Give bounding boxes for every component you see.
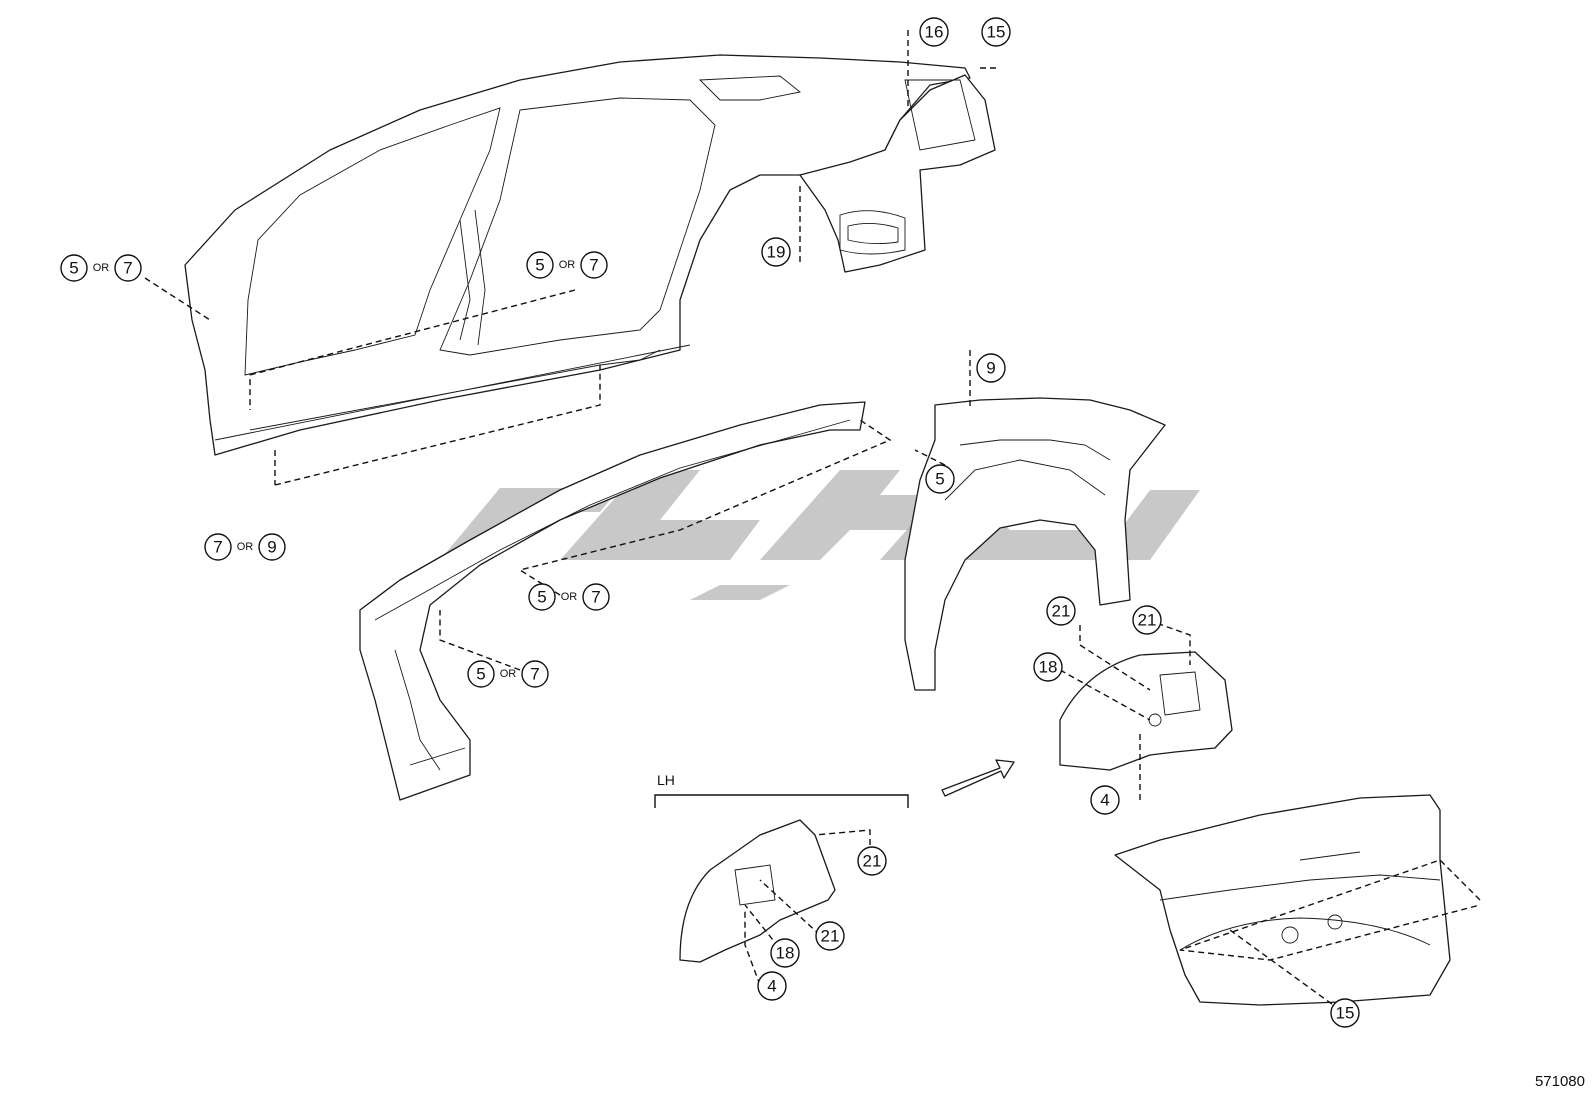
callout-5-or-7-b: 5 OR 7	[526, 251, 608, 279]
callout-9-right: 9	[976, 353, 1006, 383]
callout-label-7: 7	[591, 588, 600, 607]
or-label: OR	[561, 591, 578, 603]
callout-label-21: 21	[863, 852, 882, 871]
callout-5-or-7-d: 5 OR 7	[528, 583, 610, 611]
callout-label-9: 9	[267, 538, 276, 557]
inner-wheel-house-rh	[1059, 651, 1233, 771]
figure-id: 571080	[1535, 1073, 1585, 1090]
callout-label-5: 5	[476, 665, 485, 684]
callout-label-7: 7	[589, 256, 598, 275]
callout-label-15: 15	[1336, 1004, 1355, 1023]
callout-4-right: 4	[1090, 785, 1120, 815]
callout-label-15: 15	[987, 23, 1006, 42]
body-side-outer-panel	[184, 54, 971, 456]
callout-15-bottom: 15	[1330, 998, 1360, 1028]
callout-5-right: 5	[925, 464, 955, 494]
quarter-wheel-house-outer	[904, 397, 1166, 691]
or-label: OR	[93, 262, 110, 274]
callout-4-lh: 4	[757, 971, 787, 1001]
callout-5-or-7-a: 5 OR 7	[60, 254, 142, 282]
callout-label-18: 18	[1039, 658, 1058, 677]
callout-label-5: 5	[535, 256, 544, 275]
callout-5-or-7-e: 5 OR 7	[467, 660, 549, 688]
callout-label-21: 21	[1138, 611, 1157, 630]
leader-lines	[144, 30, 1481, 1011]
callout-label-4: 4	[1100, 791, 1109, 810]
lh-label: LH	[657, 772, 675, 788]
or-label: OR	[237, 541, 254, 553]
trunk-lid	[1114, 794, 1451, 1006]
direction-arrow	[941, 759, 1015, 797]
callout-19: 19	[761, 237, 791, 267]
callout-21-b: 21	[1132, 605, 1162, 635]
callout-label-21: 21	[1052, 602, 1071, 621]
or-label: OR	[500, 668, 517, 680]
callout-label-19: 19	[767, 243, 786, 262]
callout-label-4: 4	[767, 977, 776, 996]
callout-18-lh: 18	[770, 938, 800, 968]
callout-16: 16	[919, 17, 949, 47]
callout-label-9: 9	[986, 359, 995, 378]
callout-label-16: 16	[925, 23, 944, 42]
lh-bracket	[654, 794, 909, 808]
inner-wheel-house-lh	[679, 819, 836, 963]
callout-label-7: 7	[530, 665, 539, 684]
callout-label-18: 18	[776, 944, 795, 963]
roof-side-rail	[359, 401, 866, 801]
rear-quarter-panel	[799, 74, 996, 273]
callout-label-5: 5	[935, 470, 944, 489]
callout-label-5: 5	[537, 588, 546, 607]
callout-label-21: 21	[821, 927, 840, 946]
callout-15-top: 15	[981, 17, 1011, 47]
callout-21-c: 21	[857, 846, 887, 876]
callout-21-d: 21	[815, 921, 845, 951]
callout-21-a: 21	[1046, 596, 1076, 626]
callout-label-5: 5	[69, 259, 78, 278]
callout-18-right: 18	[1033, 652, 1063, 682]
callout-7-or-9: 7 OR 9	[204, 533, 286, 561]
or-label: OR	[559, 259, 576, 271]
callout-label-7: 7	[213, 538, 222, 557]
callout-label-7: 7	[123, 259, 132, 278]
